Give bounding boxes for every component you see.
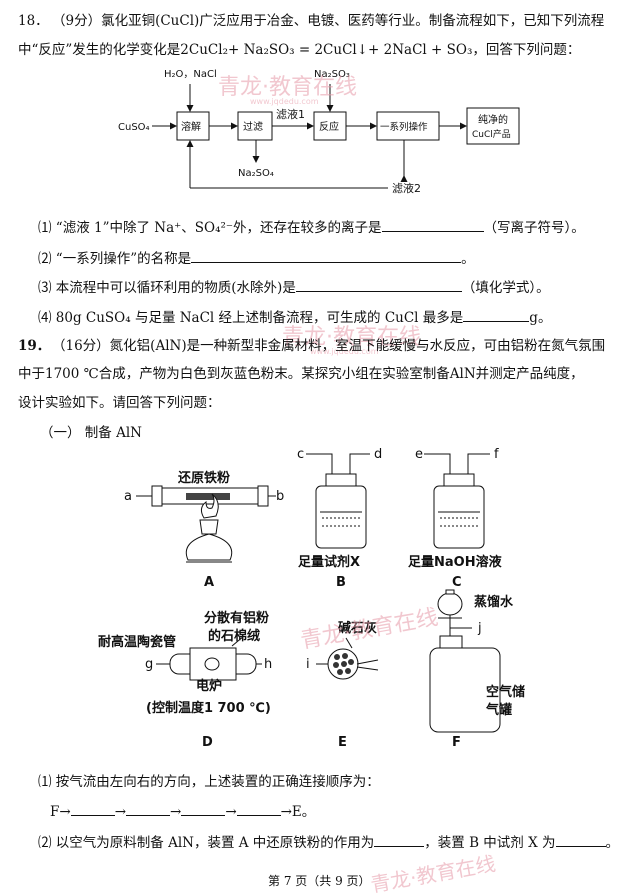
- A-port-b: b: [276, 489, 284, 504]
- blank-q18-2[interactable]: [191, 249, 462, 263]
- blank-seq-2[interactable]: [126, 802, 170, 816]
- apparatus-F: 蒸馏水 j 空气储 气罐 F: [429, 589, 525, 750]
- C-port-e: e: [415, 447, 423, 462]
- apparatus-E: 碱石灰 i E: [306, 620, 379, 750]
- flow-input-cuso4: CuSO₄: [118, 122, 150, 133]
- A-label: 还原铁粉: [177, 470, 230, 486]
- A-port-a: a: [124, 489, 132, 504]
- C-port-f: f: [494, 447, 499, 462]
- svg-text:www.jqdedu.com: www.jqdedu.com: [250, 97, 319, 106]
- q18-sub3: ⑶ 本流程中可以循环利用的物质(水除外)是（填化学式）。: [38, 278, 550, 296]
- blank-q18-1[interactable]: [381, 218, 484, 232]
- q18-stem-line1: （9分）氯化亚铜(CuCl)广泛应用于冶金、电镀、医药等行业。制备流程如下，已知…: [52, 13, 605, 29]
- apparatus-B: c d 足量试剂X B: [297, 447, 382, 590]
- svg-text:青龙·教育在线: 青龙·教育在线: [282, 325, 421, 350]
- apparatus-C: e f 足量NaOH溶液 C: [408, 447, 502, 590]
- E-name: E: [338, 735, 347, 750]
- flow-product-line1: 纯净的: [478, 113, 508, 126]
- blank-q19-2a[interactable]: [374, 833, 425, 847]
- D-label1: 分散有铝粉: [204, 610, 269, 626]
- D-temp: (控制温度1 700 ℃): [146, 700, 271, 716]
- flow-byproduct-na2so4: Na₂SO₄: [238, 168, 274, 179]
- B-port-d: d: [374, 447, 382, 462]
- blank-seq-1[interactable]: [70, 802, 115, 816]
- B-caption: 足量试剂X: [298, 554, 360, 570]
- flow-box-filter-label: 过滤: [243, 120, 263, 133]
- q19-stem-line1: （16分）氮化铝(AlN)是一种新型非金属材料，室温下能缓慢与水反应，可由铝粉在…: [52, 338, 606, 354]
- blank-seq-4[interactable]: [236, 802, 281, 816]
- q18-number: 18．: [18, 13, 49, 29]
- F-name: F: [452, 735, 461, 750]
- flow-diagram: CuSO₄ H₂O，NaCl 溶解 过滤 Na₂SO₄ 滤液1 Na₂SO₃ 反…: [118, 69, 520, 195]
- flow-filtrate2-label: 滤液2: [392, 181, 421, 195]
- C-name: C: [452, 575, 462, 590]
- q18-stem-line2: 中“反应”发生的化学变化是2CuCl₂+ Na₂SO₃ = 2CuCl↓+ 2N…: [18, 42, 581, 58]
- flow-box-product: [466, 107, 520, 145]
- flow-filtrate1-label: 滤液1: [276, 107, 305, 121]
- D-furnace: 电炉: [196, 678, 222, 694]
- q19-sub2: ⑵ 以空气为原料制备 AlN，装置 A 中还原铁粉的作用为，装置 B 中试剂 X…: [38, 833, 619, 851]
- F-tank-line2: 气罐: [486, 702, 512, 718]
- flow-box-react-label: 反应: [319, 120, 339, 133]
- flow-product-line2: CuCl产品: [472, 128, 511, 140]
- D-port-g: g: [145, 657, 153, 672]
- C-caption: 足量NaOH溶液: [408, 554, 502, 570]
- flow-box-dissolve-label: 溶解: [181, 120, 201, 133]
- flow-box-operations-label: 一系列操作: [380, 121, 428, 133]
- q18-sub1: ⑴ “滤液 1”中除了 Na⁺、SO₄²⁻外，还存在较多的离子是（写离子符号）。: [38, 218, 585, 236]
- E-port-i: i: [306, 657, 310, 672]
- q18-sub2: ⑵ “一系列操作”的名称是。: [38, 249, 475, 267]
- apparatus-D: 分散有铝粉 的石棉绒 耐高温陶瓷管 g h 电炉 (控制温度1 700 ℃) D: [98, 610, 272, 750]
- apparatus-A: 还原铁粉 a b A: [124, 470, 284, 590]
- svg-text:www.jqdedu.com: www.jqdedu.com: [310, 347, 379, 356]
- B-name: B: [336, 575, 346, 590]
- D-label2: 的石棉绒: [208, 628, 260, 644]
- blank-q18-3[interactable]: [295, 278, 462, 292]
- flow-box-react: [313, 111, 347, 141]
- svg-text:青龙·教育在线: 青龙·教育在线: [299, 605, 440, 654]
- q19-sub1-sequence: F→→→→→E。: [50, 802, 316, 820]
- svg-text:青龙·教育在线: 青龙·教育在线: [218, 75, 357, 100]
- q18-sub4: ⑷ 80g CuSO₄ 与足量 NaCl 经上述制备流程，可生成的 CuCl 最…: [38, 308, 552, 326]
- q19-sub1: ⑴ 按气流由左向右的方向，上述装置的正确连接顺序为：: [38, 774, 380, 790]
- F-water-label: 蒸馏水: [474, 594, 514, 610]
- flow-input-water-nacl: H₂O，NaCl: [164, 69, 217, 80]
- D-tube-label: 耐高温陶瓷管: [98, 634, 176, 650]
- page-footer: 第 7 页（共 9 页）: [268, 874, 371, 888]
- B-port-c: c: [297, 447, 304, 462]
- D-port-h: h: [264, 657, 272, 672]
- F-port-j: j: [477, 621, 482, 636]
- blank-seq-3[interactable]: [181, 802, 226, 816]
- q19-stem-line3: 设计实验如下。请回答下列问题：: [18, 395, 221, 411]
- flow-input-na2so3: Na₂SO₃: [314, 69, 350, 80]
- F-tank-line1: 空气储: [486, 684, 525, 700]
- blank-q19-2b[interactable]: [555, 833, 606, 847]
- q19-part1-heading: （一） 制备 AlN: [40, 425, 142, 441]
- svg-text:青龙·教育在线: 青龙·教育在线: [369, 851, 498, 894]
- blank-q18-4[interactable]: [463, 308, 530, 322]
- q19-stem-line2: 中于1700 ℃合成，产物为白色到灰蓝色粉末。某探究小组在实验室制备AlN并测定…: [18, 366, 584, 382]
- q19-number: 19．: [18, 338, 51, 354]
- A-name: A: [204, 575, 214, 590]
- E-label: 碱石灰: [338, 620, 377, 636]
- D-name: D: [202, 735, 213, 750]
